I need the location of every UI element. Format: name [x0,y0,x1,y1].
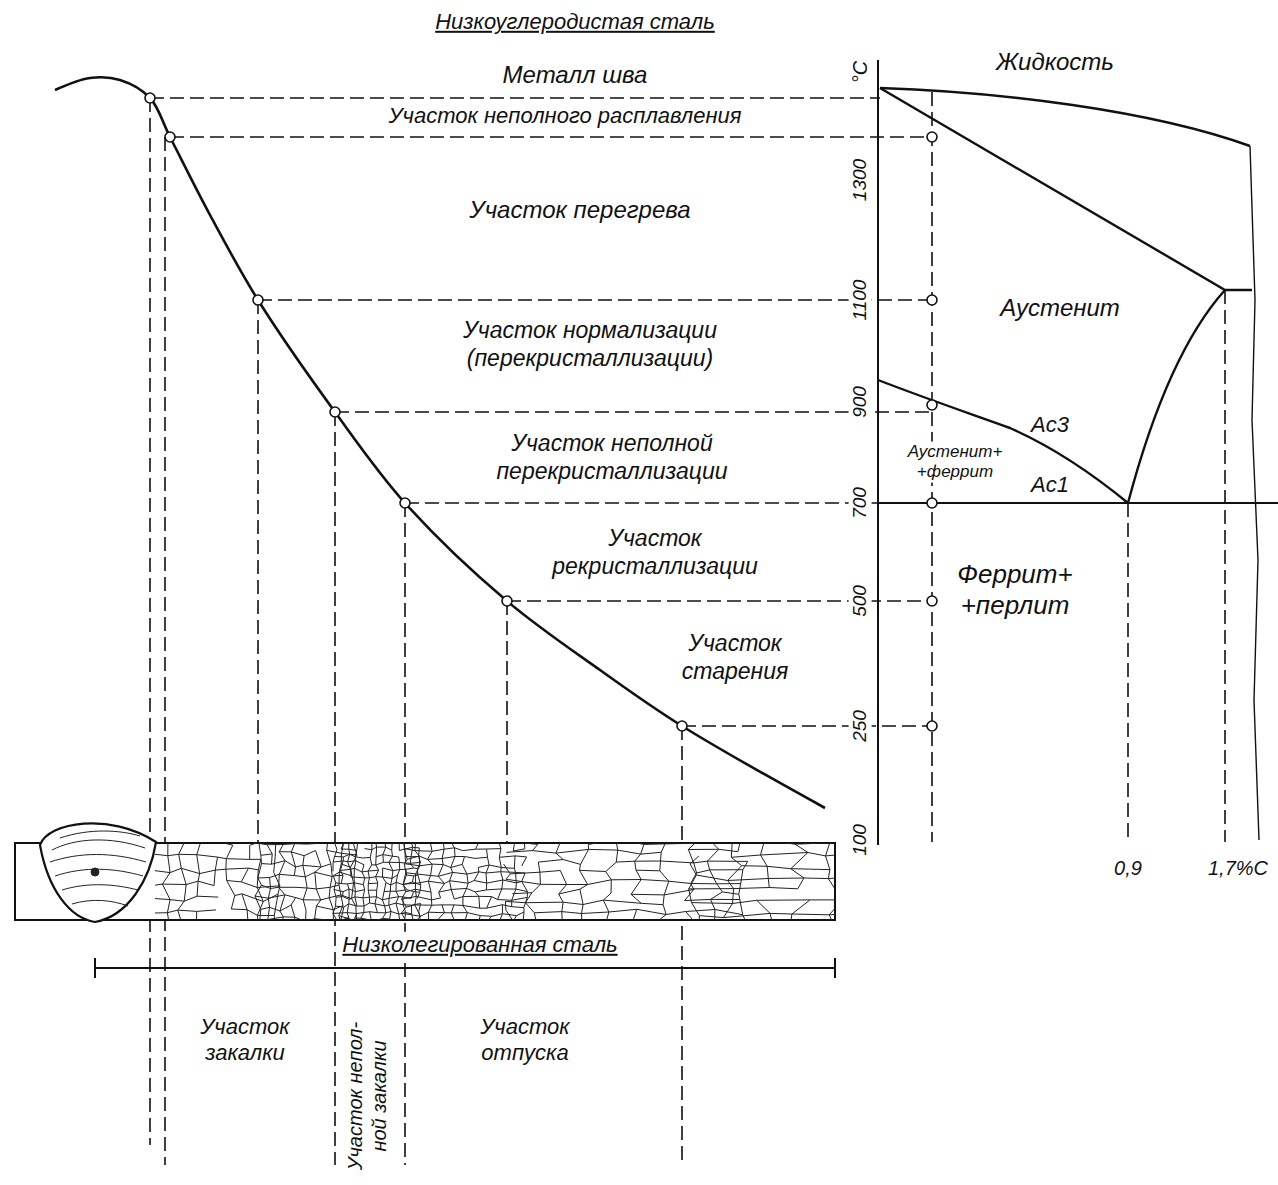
zone-label: Участок неполной перекристаллизации [452,430,772,485]
axis-label: °C [848,59,872,85]
dashed-guides [150,92,1225,1165]
point-markers [927,132,937,731]
grain-texture [401,843,527,920]
axis-label: 700 [849,485,872,521]
grain-texture [333,843,421,920]
curve-line [55,77,825,808]
temperature-curve [55,77,825,808]
welded-plate [15,823,911,943]
zone-label: Аустенит [1000,294,1120,323]
zone-label: Участок перегрева [469,196,690,225]
axis-label: 250 [849,708,872,744]
curve-point [145,93,155,103]
zone-label: Участок рекристаллизации [535,525,775,580]
title: Низкоуглеродистая сталь [435,9,715,35]
axis-label: 900 [849,384,872,420]
zone-label: Жидкость [996,48,1114,77]
axis-label: 100 [849,822,872,858]
zone-label: Участок неполного расплавления [388,103,741,129]
zone-label: Низколегированная сталь [340,932,619,958]
zone-label: Металл шва [503,61,648,90]
curve-point [502,596,512,606]
curve-point [400,498,410,508]
curve-point [677,721,687,731]
axis-label: Участок непол- ной закалки [343,1013,391,1179]
zone-label: Участок отпуска [455,1014,595,1067]
phase-diagram [878,60,1278,845]
curve-point [330,407,340,417]
zone-label: Аустенит+ +феррит [893,442,1017,483]
grain-texture [689,843,835,920]
zone-label: Участок старения [650,630,820,685]
axis-label: 500 [849,583,872,619]
zone-label: Феррит+ +перлит [940,559,1090,621]
bracket [95,958,835,1145]
zone-label: Участок закалки [180,1014,310,1067]
curve-point [253,295,263,305]
zone-label: Ac1 [1031,472,1069,498]
zone-label: Ac3 [1031,412,1069,438]
curve-point [165,132,175,142]
axis-label: 1300 [849,157,872,203]
axis-label: 1100 [849,278,872,323]
grain-texture [504,843,748,920]
zone-label: 0,9 [1114,856,1142,880]
zone-label: 1,7%C [1208,856,1268,880]
zone-label: Участок нормализации (перекристаллизации… [440,317,740,372]
